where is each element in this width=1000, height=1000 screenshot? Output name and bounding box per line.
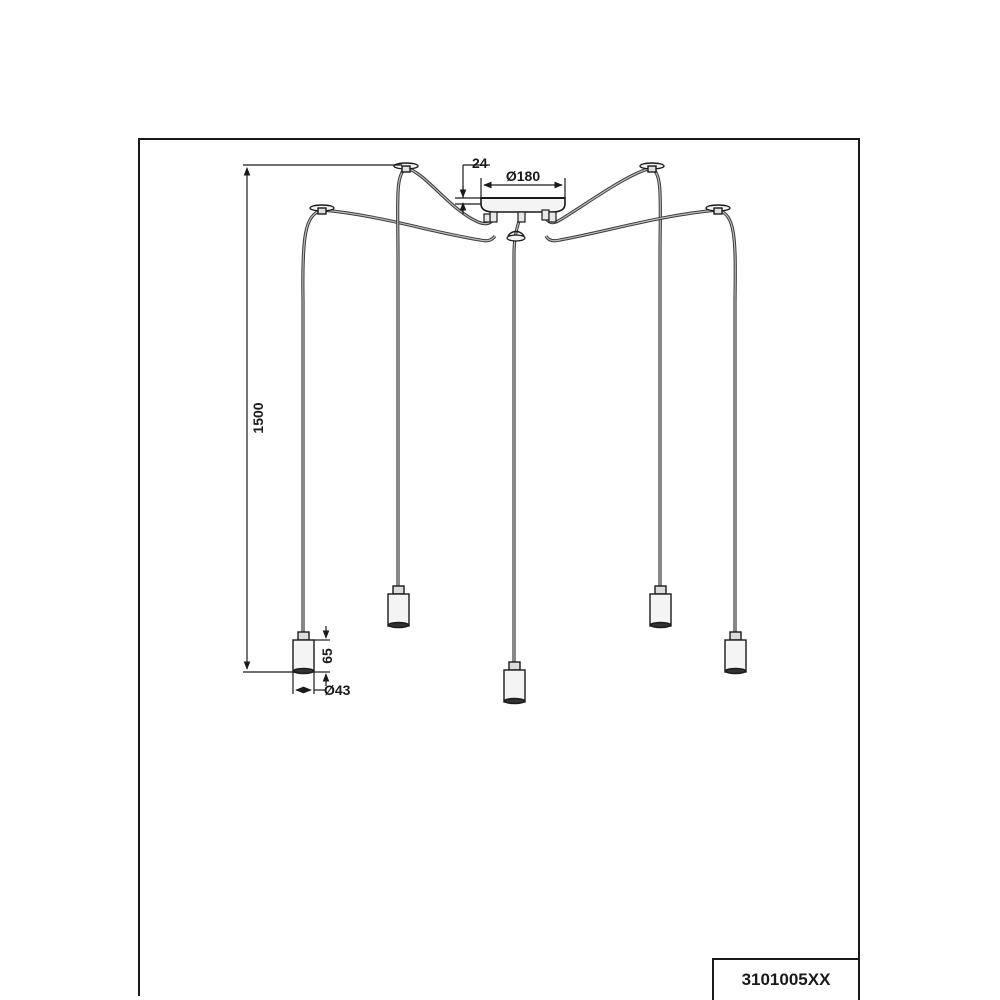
model-number-box: 3101005XX — [712, 958, 860, 1000]
dimension-canopy-height: 24 — [472, 155, 488, 171]
cables — [301, 166, 737, 668]
cable-far-right — [544, 208, 737, 636]
dimension-lines — [243, 164, 566, 694]
dimension-canopy-diameter: Ø180 — [506, 168, 540, 184]
socket-far-left — [292, 631, 315, 675]
cable-far-left — [301, 208, 497, 640]
socket-far-right — [724, 631, 747, 675]
socket-left — [387, 585, 410, 629]
ceiling-canopy — [480, 197, 566, 242]
socket-center — [503, 661, 526, 705]
drawing-frame — [138, 138, 860, 996]
hook-far-left — [309, 204, 335, 215]
lamp-sockets — [292, 585, 747, 705]
socket-right — [649, 585, 672, 629]
dimension-socket-diameter: Ø43 — [324, 682, 351, 698]
model-number: 3101005XX — [741, 970, 831, 989]
hook-right — [639, 162, 665, 173]
hook-left — [393, 162, 419, 173]
cable-hooks — [309, 162, 731, 215]
cable-left — [396, 166, 496, 592]
hook-far-right — [705, 204, 731, 215]
cable-center — [512, 217, 522, 668]
dimension-socket-height: 65 — [319, 648, 335, 664]
dimension-total-height: 1500 — [250, 402, 266, 433]
